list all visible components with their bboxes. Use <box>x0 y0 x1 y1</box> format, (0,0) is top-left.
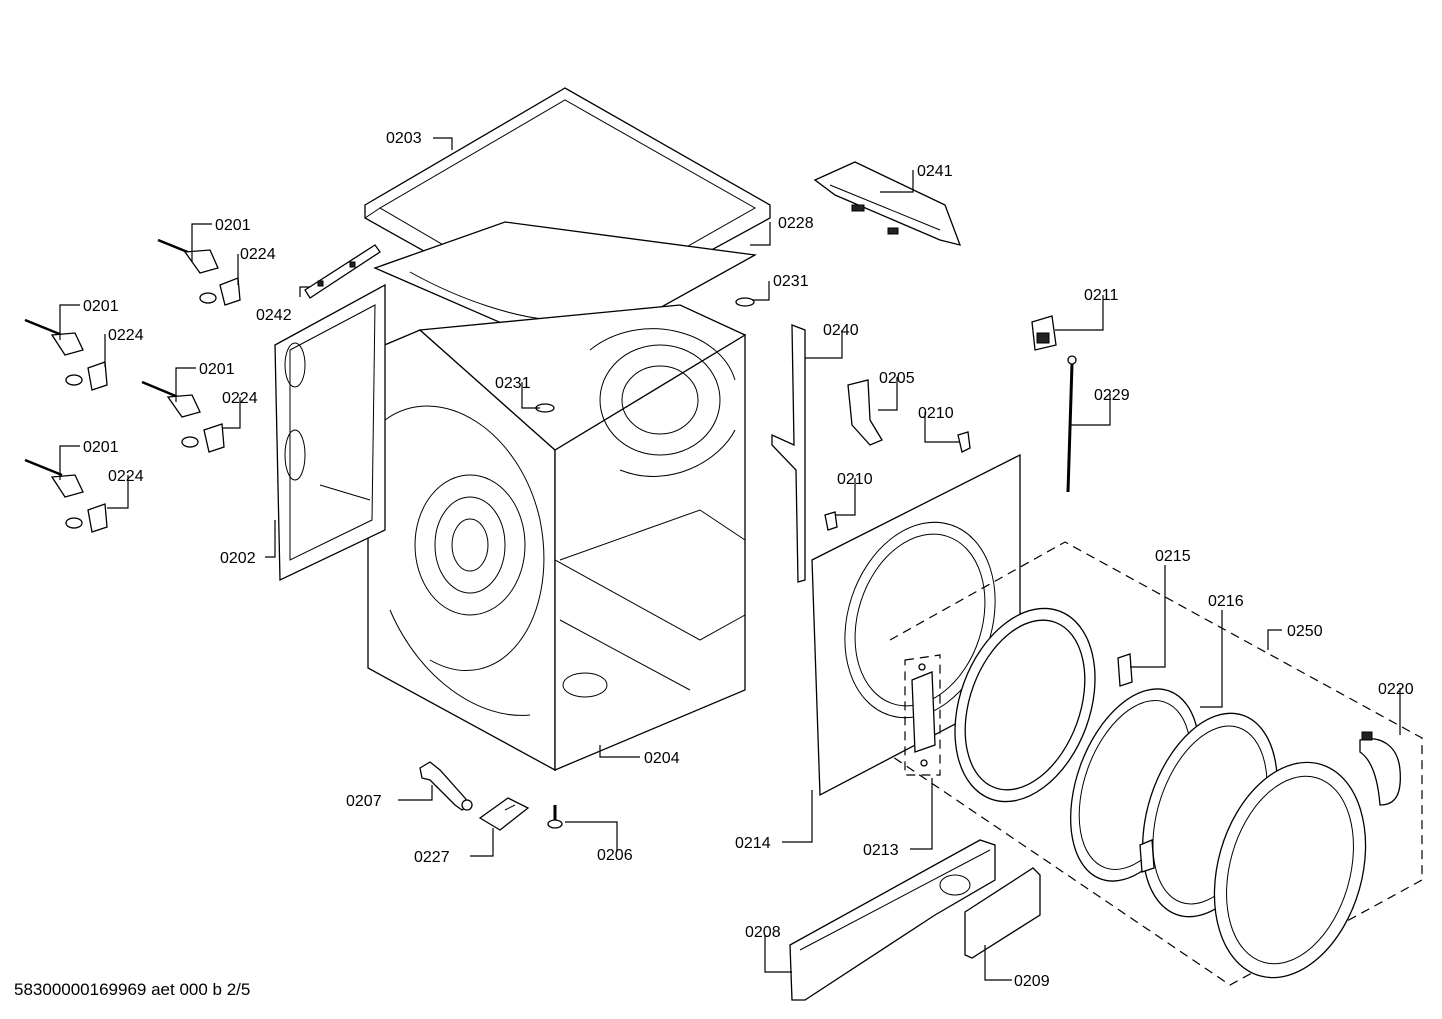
part-cabinet <box>367 304 747 772</box>
part-screw-foot-set-a <box>157 238 241 306</box>
part-clip-0210 <box>824 431 971 531</box>
label-0202: 0202 <box>220 550 256 567</box>
label-0207: 0207 <box>346 793 382 810</box>
label-0201: 0201 <box>83 439 119 456</box>
part-door-frame-outer <box>1213 761 1367 979</box>
part-screw-foot-set-d <box>24 458 108 533</box>
label-0208: 0208 <box>745 924 781 941</box>
door-assembly-outline <box>889 541 1423 986</box>
part-spanner <box>419 761 473 811</box>
part-0209 <box>964 867 1041 959</box>
label-0203: 0203 <box>386 130 422 147</box>
label-0205: 0205 <box>879 370 915 387</box>
label-0201: 0201 <box>83 298 119 315</box>
part-0205 <box>847 379 883 446</box>
part-0211 <box>1031 315 1057 351</box>
label-0215: 0215 <box>1155 548 1191 565</box>
label-0228: 0228 <box>778 215 814 232</box>
label-0206: 0206 <box>597 847 633 864</box>
label-0210: 0210 <box>918 405 954 422</box>
label-0229: 0229 <box>1094 387 1130 404</box>
label-0231: 0231 <box>773 273 809 290</box>
part-plate-0227 <box>478 797 530 831</box>
position-labels: 0203 0241 0228 0201 0224 0201 0224 0242 … <box>83 130 1414 990</box>
label-0241: 0241 <box>917 163 953 180</box>
label-0224: 0224 <box>108 468 144 485</box>
label-0216: 0216 <box>1208 593 1244 610</box>
label-0213: 0213 <box>863 842 899 859</box>
part-cable-tie-0229 <box>1066 355 1077 493</box>
part-back-panel <box>274 283 386 582</box>
label-0224: 0224 <box>222 390 258 407</box>
label-0204: 0204 <box>644 750 680 767</box>
label-0209: 0209 <box>1014 973 1050 990</box>
label-0250: 0250 <box>1287 623 1323 640</box>
part-bracket-0241 <box>813 161 962 246</box>
label-0211: 0211 <box>1084 287 1119 304</box>
label-0201: 0201 <box>215 217 251 234</box>
leader-lines <box>59 137 1401 981</box>
part-detergent-drawer <box>789 839 996 1001</box>
part-bracket-0242 <box>304 244 381 299</box>
label-0201: 0201 <box>199 361 235 378</box>
label-0210: 0210 <box>837 471 873 488</box>
label-0242: 0242 <box>256 307 292 324</box>
label-0224: 0224 <box>240 246 276 263</box>
part-door-handle <box>1359 731 1401 806</box>
label-0231: 0231 <box>495 375 531 392</box>
part-screw-foot-set-c <box>141 380 225 453</box>
label-0220: 0220 <box>1378 681 1414 698</box>
part-door-lock <box>904 654 941 776</box>
label-0227: 0227 <box>414 849 450 866</box>
part-screw-0206 <box>547 805 563 829</box>
label-0240: 0240 <box>823 322 859 339</box>
label-0224: 0224 <box>108 327 144 344</box>
drawing-reference-footer: 58300000169969 aet 000 b 2/5 <box>14 980 251 999</box>
part-screw-foot-set-b <box>24 318 108 391</box>
part-door-ring-0215 <box>954 607 1133 803</box>
part-strut-0240 <box>771 324 806 583</box>
label-0214: 0214 <box>735 835 771 852</box>
